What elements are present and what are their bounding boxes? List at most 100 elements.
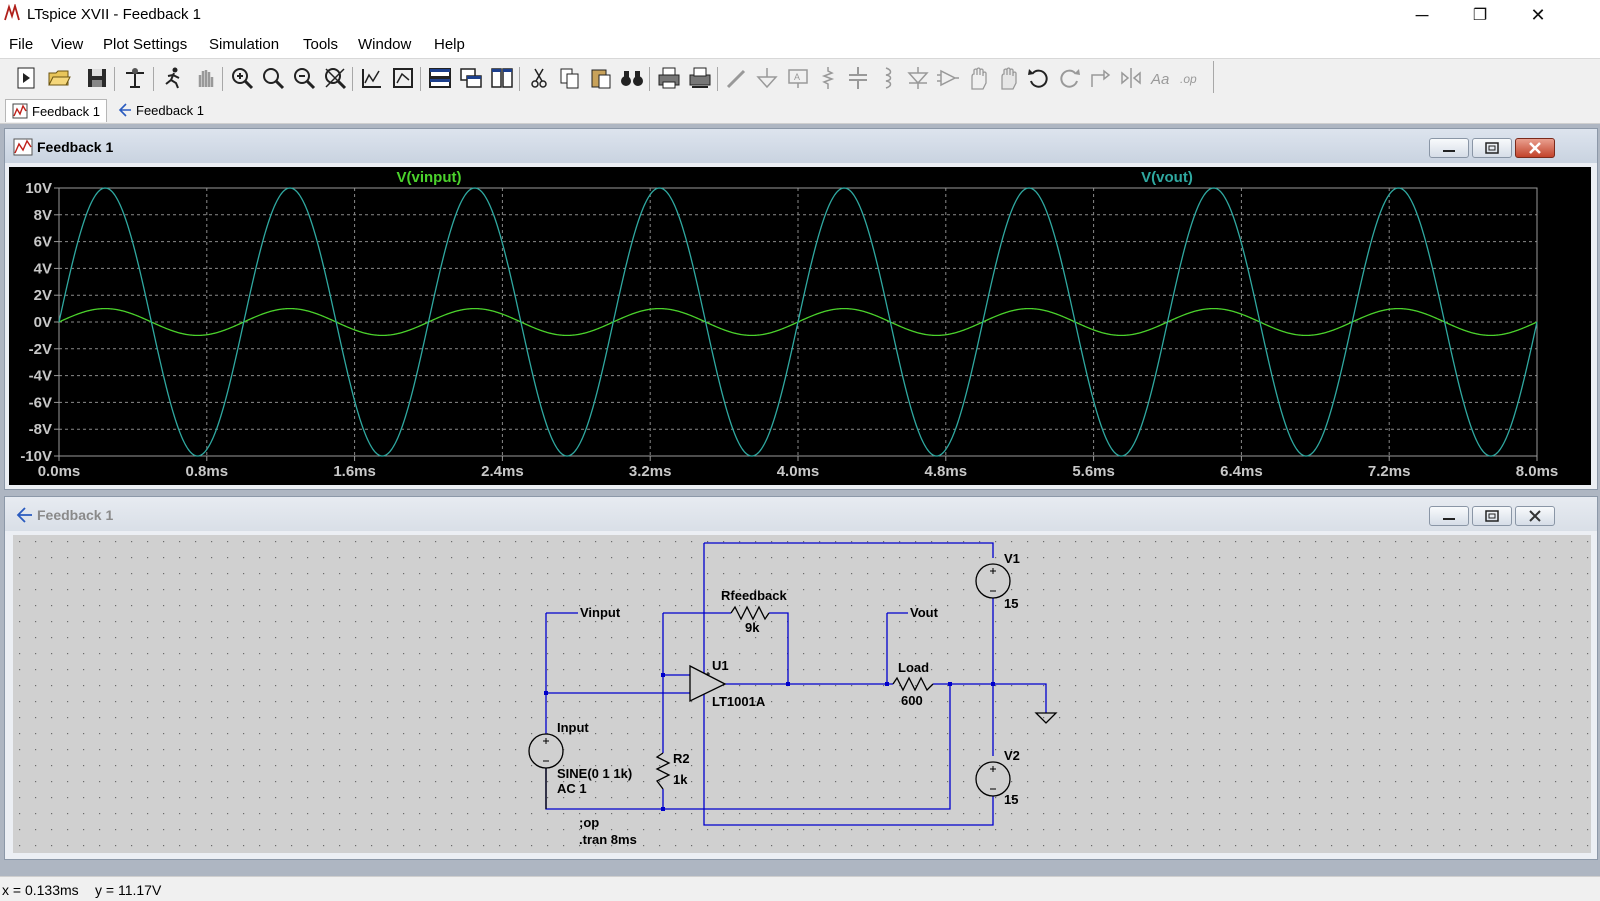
close-button[interactable]: ✕ [1530,4,1546,25]
tab-schematic[interactable]: Feedback 1 [110,99,210,121]
rfeedback-name: Rfeedback [721,588,788,603]
net-label-vinput: Vinput [580,605,621,620]
waveform-minimize-button[interactable] [1429,138,1469,158]
inductor-icon[interactable] [875,65,901,91]
menu-plot-settings[interactable]: Plot Settings [103,36,188,53]
find-icon[interactable] [619,65,645,91]
x-tick-label: 2.4ms [481,463,524,480]
r2-resistor [655,752,671,790]
source-polarity [543,568,996,790]
control-panel-icon[interactable] [122,65,148,91]
move-icon[interactable] [966,65,992,91]
svg-text:Aa: Aa [1150,71,1169,88]
text-icon[interactable]: Aa [1148,65,1174,91]
resistor-icon[interactable] [815,65,841,91]
minimize-icon [1443,518,1455,520]
tab-schematic-label: Feedback 1 [136,102,204,118]
redo-icon[interactable] [1056,65,1082,91]
schematic-close-button[interactable] [1515,506,1555,526]
ltspice-logo-icon [4,4,20,21]
input-name: Input [557,720,589,735]
svg-text:.op: .op [1180,72,1197,86]
waveform-window-title: Feedback 1 [37,139,114,155]
r2-value: 1k [673,772,688,787]
schematic-canvas[interactable]: Vinput Vout Rfeedback 9k U1 LT1001A Load… [13,535,1591,853]
mirror-icon[interactable] [1118,65,1144,91]
paste-icon[interactable] [588,65,614,91]
y-tick-label: -2V [29,341,52,358]
save-icon[interactable] [84,65,110,91]
x-tick-label: 8.0ms [1516,463,1559,480]
label-net-icon[interactable]: A [785,65,811,91]
u1-name: U1 [712,658,729,673]
y-tick-label: 8V [34,207,52,224]
restore-icon [1485,142,1499,154]
zoom-out-icon[interactable] [291,65,317,91]
capacitor-icon[interactable] [845,65,871,91]
new-schematic-icon[interactable] [13,65,39,91]
close-icon [1529,510,1541,522]
status-bar: x = 0.133ms y = 11.17V [0,876,1600,901]
undo-icon[interactable] [1026,65,1052,91]
zoom-in-icon[interactable] [229,65,255,91]
x-tick-label: 3.2ms [629,463,672,480]
zoom-full-icon[interactable] [260,65,286,91]
menu-view[interactable]: View [51,36,84,53]
load-value: 600 [901,693,923,708]
print-icon[interactable] [656,65,682,91]
zoom-cancel-icon[interactable] [322,65,348,91]
tile-vertical-icon[interactable] [489,65,515,91]
schematic-minimize-button[interactable] [1429,506,1469,526]
v1-source [975,563,1011,599]
minimize-button[interactable]: ─ [1415,4,1429,25]
print-preview-icon[interactable] [687,65,713,91]
schematic-window-icon [16,507,32,523]
manual-limits-icon[interactable] [390,65,416,91]
y-tick-label: -10V [20,448,52,465]
x-tick-label: 0.0ms [38,463,81,480]
copy-icon[interactable] [557,65,583,91]
run-icon[interactable] [160,65,186,91]
waveform-window-titlebar[interactable]: Feedback 1 [5,129,1597,163]
spice-directive-icon[interactable]: .op [1178,65,1204,91]
r2-name: R2 [673,751,690,766]
diode-icon[interactable] [905,65,931,91]
schematic-drawing[interactable]: Vinput Vout Rfeedback 9k U1 LT1001A Load… [13,535,1591,853]
net-label-vout: Vout [910,605,939,620]
v2-source [975,761,1011,797]
tile-horizontal-icon[interactable] [427,65,453,91]
menu-bar: File View Plot Settings Simulation Tools… [0,30,1600,58]
schematic-symbols [528,563,1058,809]
menu-window[interactable]: Window [358,36,412,53]
waveform-maximize-button[interactable] [1472,138,1512,158]
drag-icon[interactable] [996,65,1022,91]
rotate-icon[interactable] [1087,65,1113,91]
halt-icon[interactable] [192,65,218,91]
menu-file[interactable]: File [9,36,34,53]
menu-help[interactable]: Help [434,36,465,53]
ground-icon[interactable] [754,65,780,91]
y-tick-label: -4V [29,368,52,385]
document-tabs: Feedback 1 Feedback 1 [0,97,1600,124]
schematic-junctions [544,673,995,811]
schematic-window-title: Feedback 1 [37,507,114,523]
open-icon[interactable] [46,65,72,91]
tab-waveform[interactable]: Feedback 1 [5,99,107,122]
svg-text:A: A [794,72,800,82]
menu-simulation[interactable]: Simulation [209,36,280,53]
maximize-button[interactable]: ❐ [1472,7,1488,24]
legend-entry-0: V(vinput) [397,169,462,186]
autorange-icon[interactable] [359,65,385,91]
component-icon[interactable] [935,65,961,91]
schematic-window-titlebar[interactable]: Feedback 1 [5,497,1597,531]
rfeedback-resistor [730,605,770,621]
cascade-icon[interactable] [458,65,484,91]
schematic-maximize-button[interactable] [1472,506,1512,526]
cut-icon[interactable] [526,65,552,91]
waveform-close-button[interactable] [1515,138,1555,158]
menu-tools[interactable]: Tools [303,36,339,53]
wire-icon[interactable] [724,65,750,91]
